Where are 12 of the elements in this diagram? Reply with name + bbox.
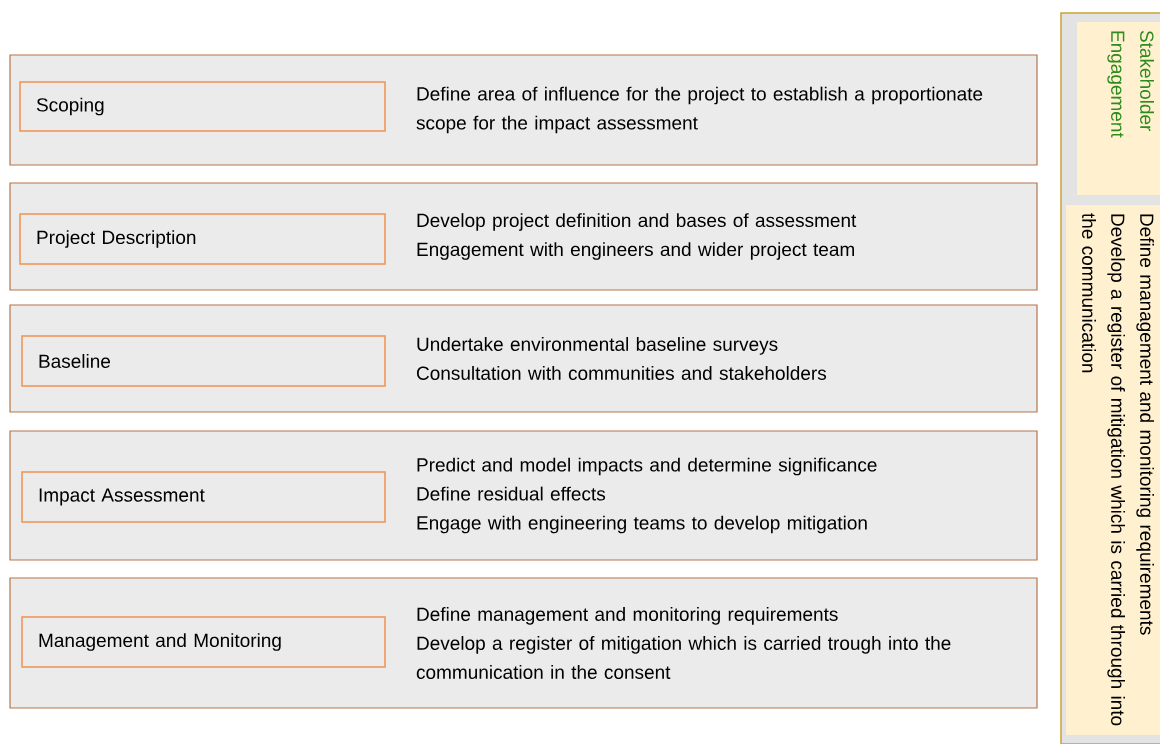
step-description: Define management and monitoring requirements Develop a register of mitigation which is carried trough into the communication in the consent [416, 607, 951, 679]
side-note-box: Define management and monitoring requirements Develop a register of mitigation which is carried through into the communication [1066, 205, 1160, 735]
side-heading-box: Stakeholder Engagement [1077, 22, 1160, 195]
step-description: Predict and model impacts and determine significance Define residual effects Engage with engineering teams to develop mitigation [417, 457, 877, 534]
step-box: Impact Assessment [21, 471, 386, 523]
step-box: Project Description [19, 213, 386, 265]
step-box: Management and Monitoring [21, 616, 386, 668]
step-description: Undertake environmental baseline surveys Consultation with communities and stakeholders [416, 337, 827, 380]
step-box: Scoping [19, 81, 386, 132]
step-description: Define area of influence for the project to establish a proportionate scope for the impact assessment [416, 86, 983, 134]
step-box: Baseline [21, 335, 386, 387]
step-description: Develop project definition and bases of assessment Engagement with engineers and wider project team [417, 213, 857, 260]
